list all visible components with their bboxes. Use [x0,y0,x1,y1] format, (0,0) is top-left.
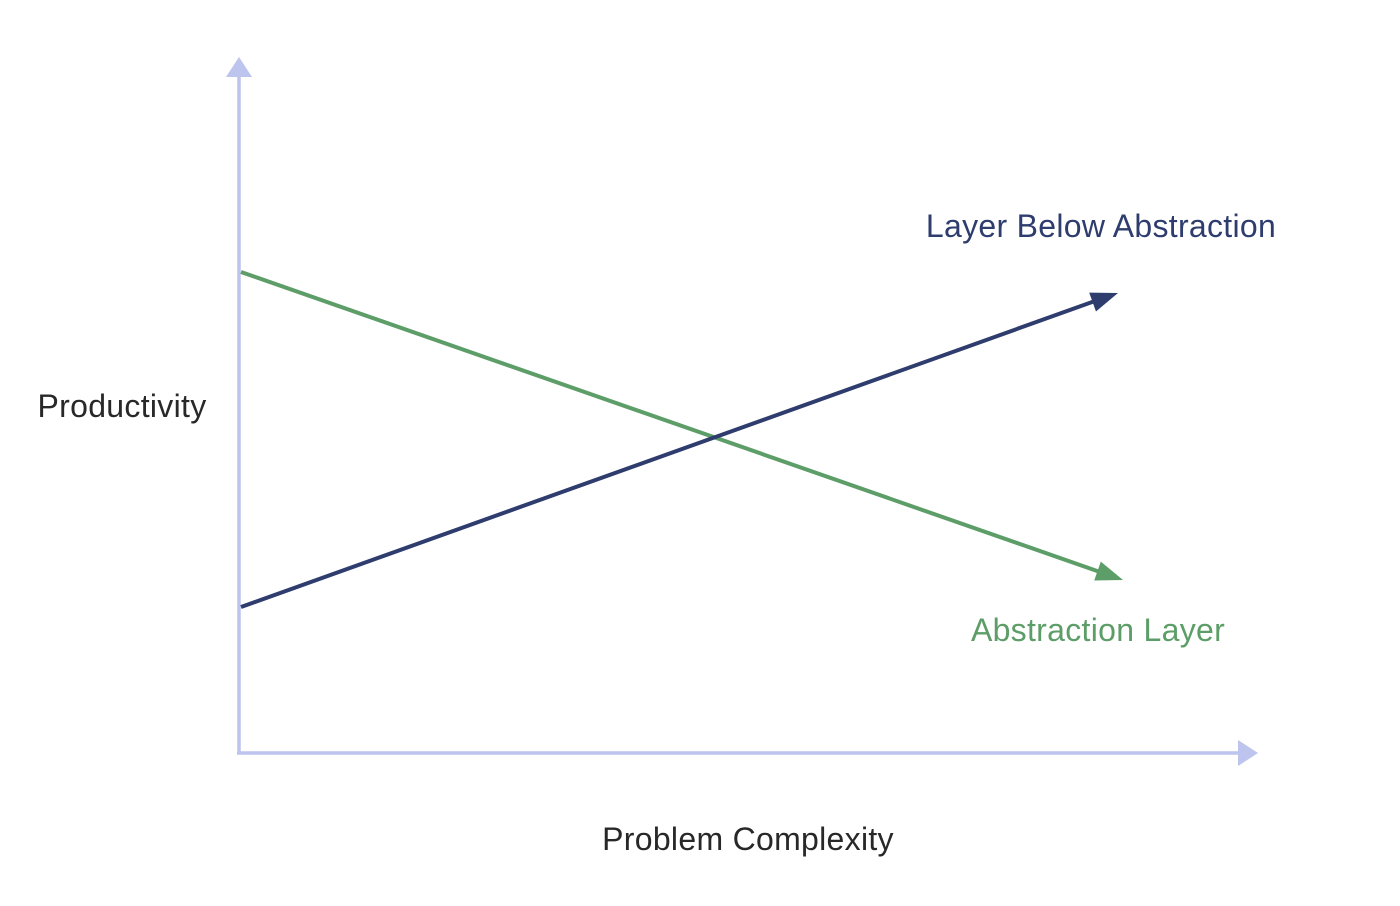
line-layer-below-abstraction [240,299,1096,609]
y-axis-label: Productivity [38,388,207,424]
abstraction-layer-arrowhead-icon [1094,561,1123,581]
line-label-abstraction-layer: Abstraction Layer [971,612,1225,648]
x-axis-arrowhead-icon [1238,740,1258,766]
x-axis-label: Problem Complexity [602,821,894,857]
line-label-layer-below-abstraction: Layer Below Abstraction [926,208,1276,244]
layer-below-abstraction-arrowhead-icon [1089,292,1118,312]
y-axis-arrowhead-icon [226,57,252,77]
line-abstraction-layer [240,270,1101,574]
